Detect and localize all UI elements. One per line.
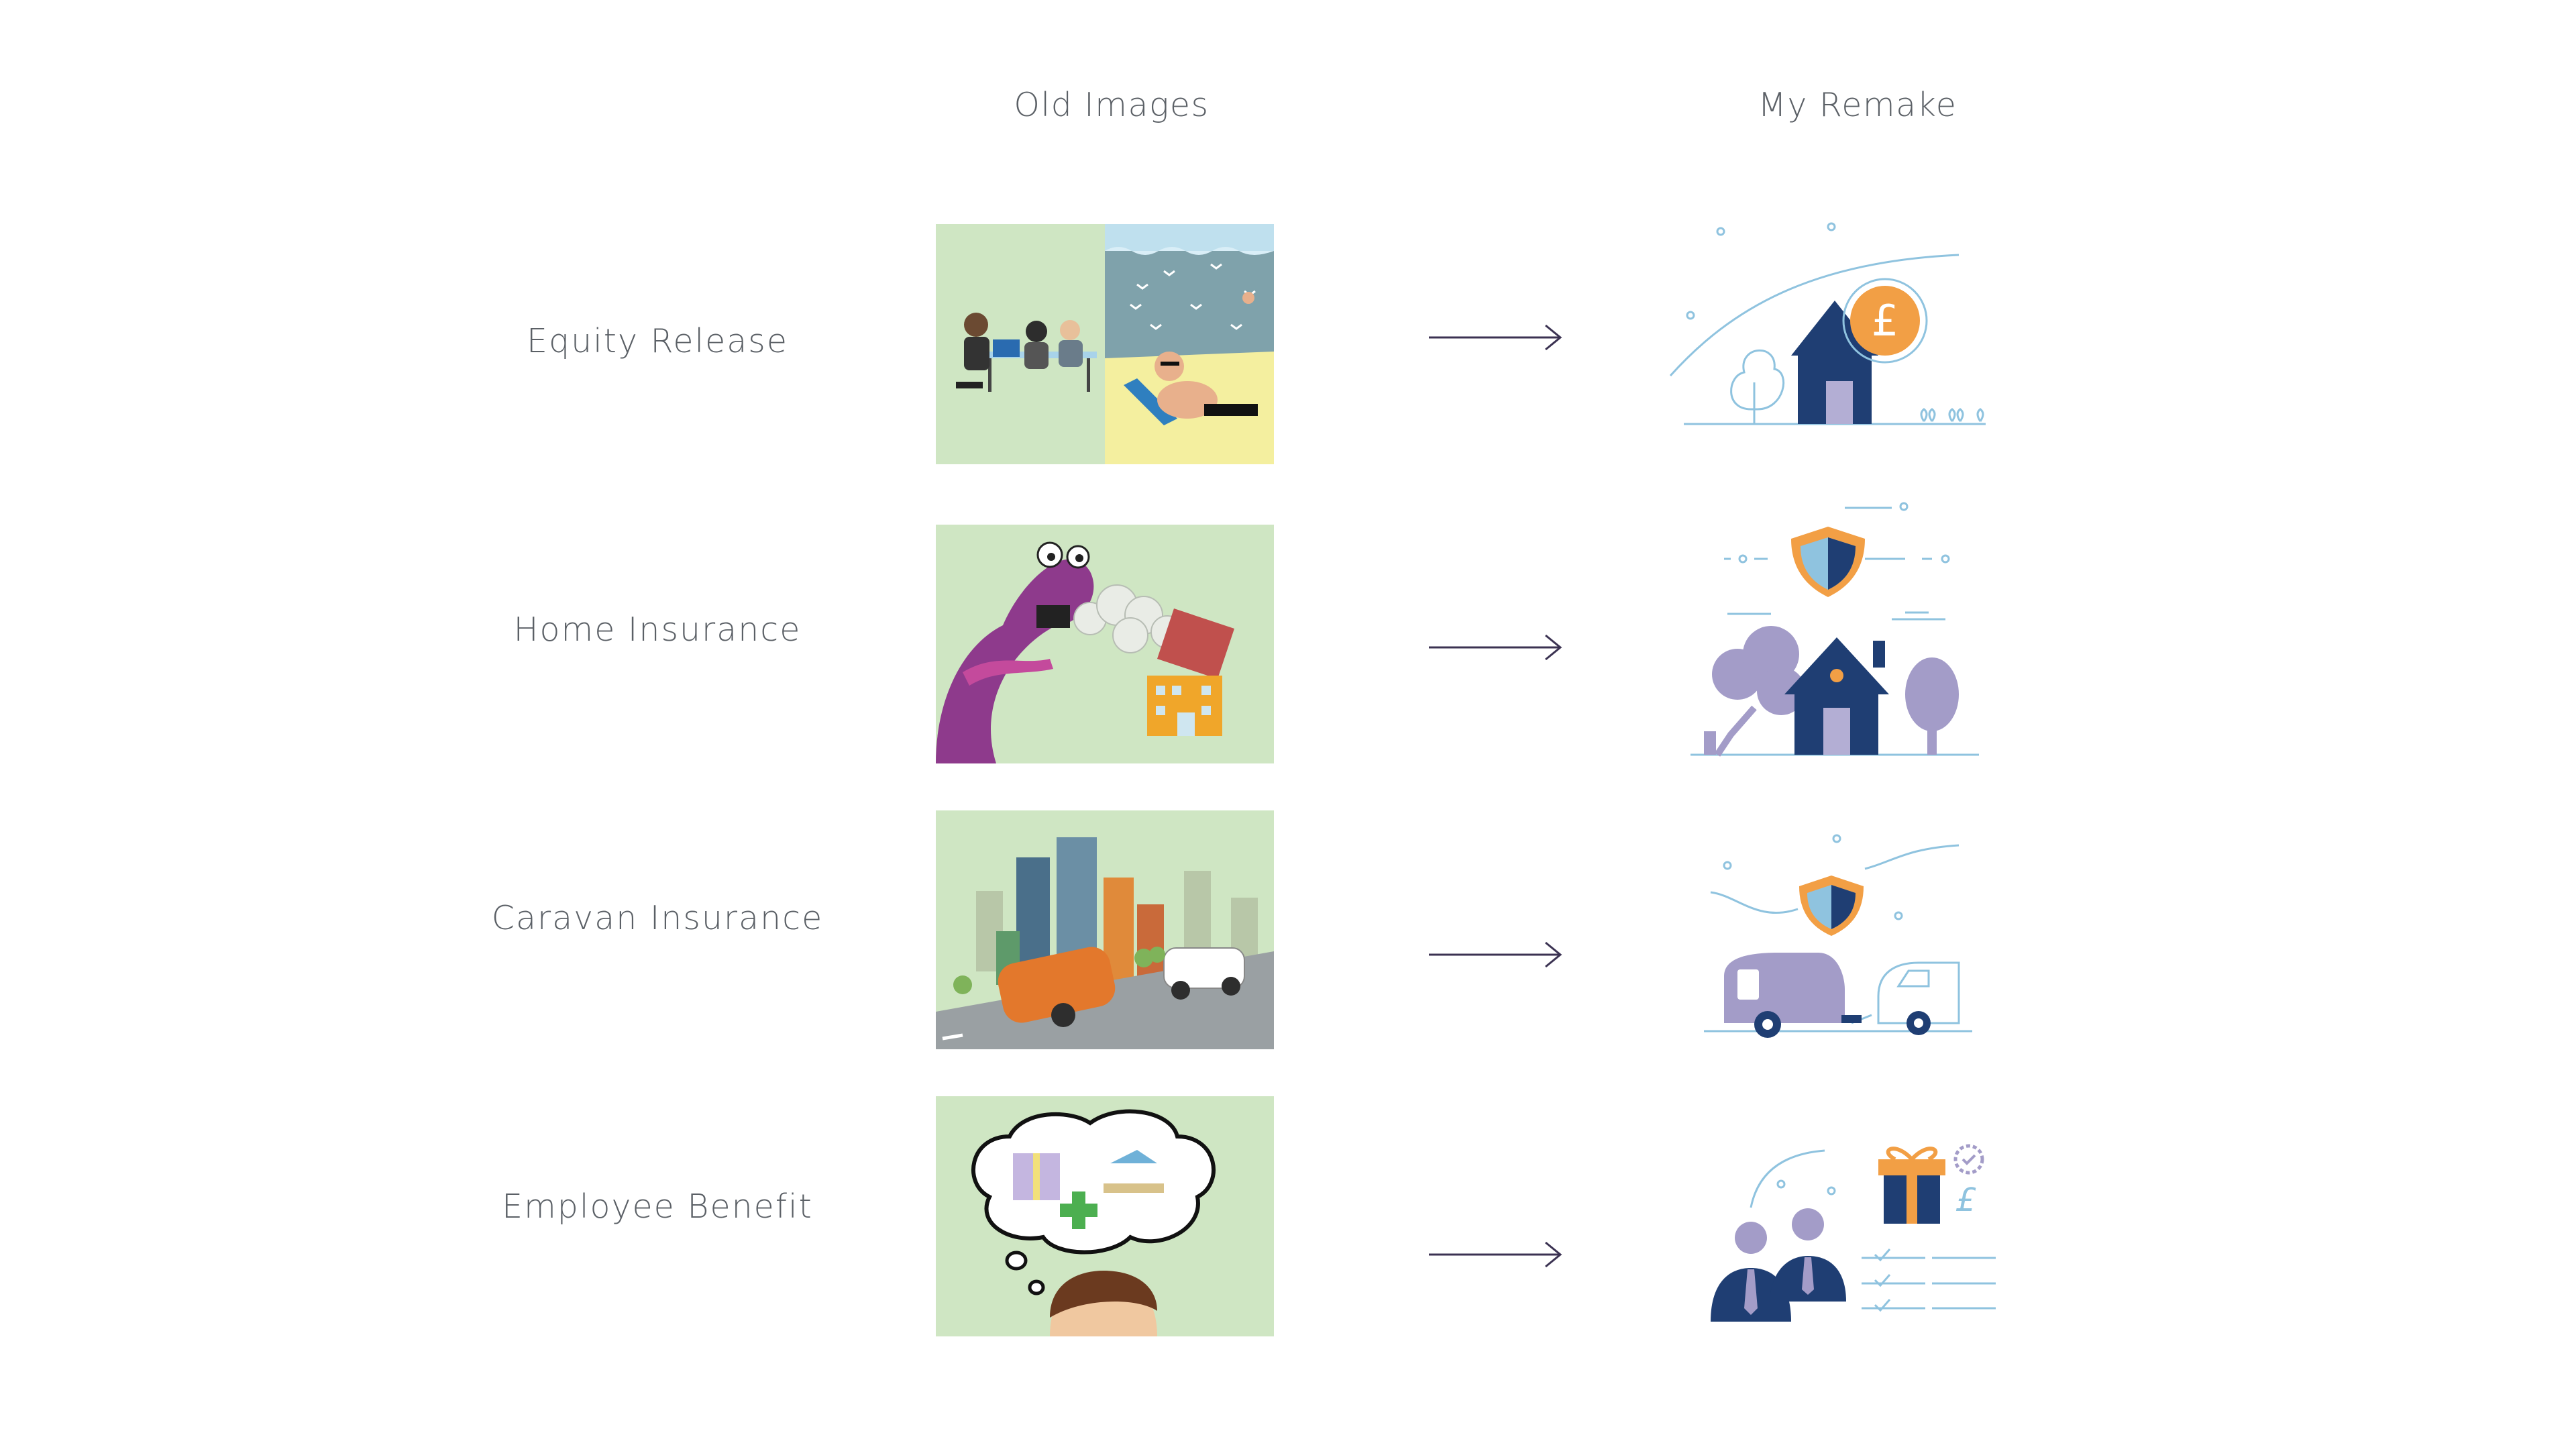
pound-sign-icon: £ [1955, 1181, 1976, 1219]
old-image-caravan-insurance [936, 810, 1274, 1049]
row-label-employee-benefit: Employee Benefit [502, 1187, 813, 1226]
header-old-images: Old Images [1014, 86, 1210, 124]
old-image-employee-benefit [936, 1096, 1274, 1336]
pound-sign-icon: £ [1872, 297, 1899, 346]
row-label-home-insurance: Home Insurance [513, 611, 802, 649]
remake-employee-benefit: £ [1664, 1114, 2012, 1342]
row-label-equity-release: Equity Release [527, 322, 788, 360]
old-image-home-insurance [936, 525, 1274, 763]
arrow-right-icon [1429, 941, 1562, 968]
remake-caravan-insurance [1664, 829, 2012, 1043]
arrow-right-icon [1429, 324, 1562, 351]
arrow-right-icon [1429, 634, 1562, 661]
header-my-remake: My Remake [1758, 86, 1957, 124]
arrow-right-icon [1429, 1241, 1562, 1268]
remake-home-insurance [1664, 500, 2012, 768]
remake-equity-release: £ [1664, 215, 2012, 436]
row-label-caravan-insurance: Caravan Insurance [491, 899, 824, 937]
old-image-equity-release [936, 224, 1274, 464]
